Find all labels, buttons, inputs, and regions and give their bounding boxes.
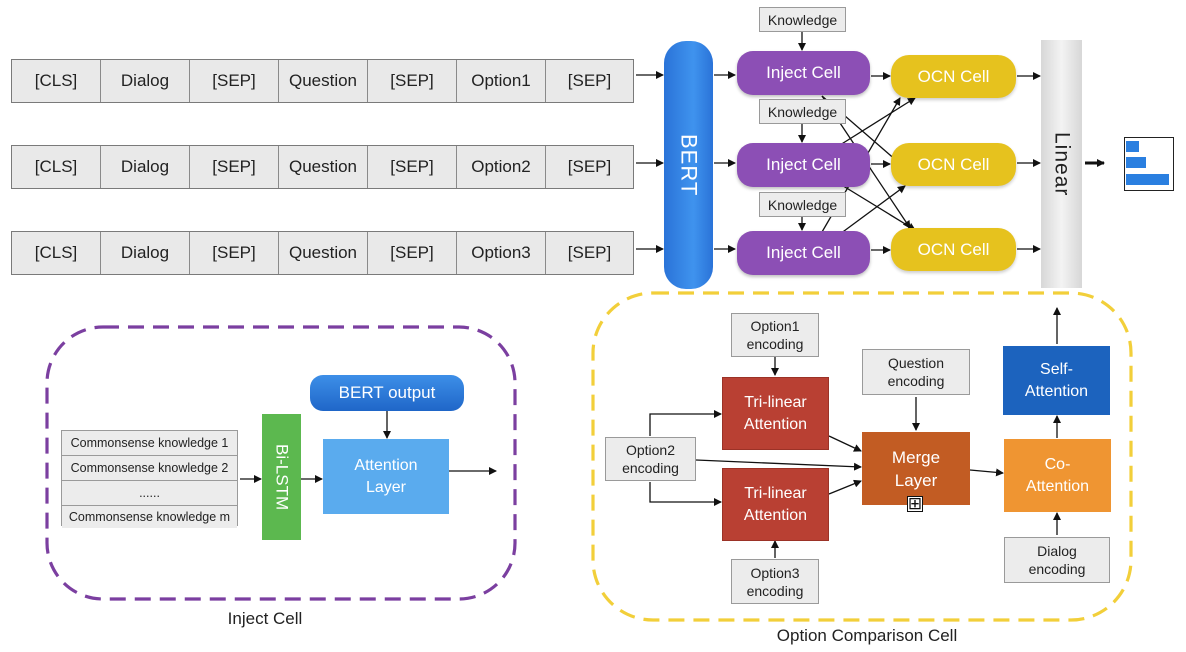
list-item: Commonsense knowledge 2 — [62, 456, 237, 481]
attention-layer-line-1: Attention — [354, 456, 418, 474]
token-cell: [SEP] — [567, 243, 612, 262]
option1-encoding-line-2: encoding — [746, 336, 804, 352]
option1-encoding-line-1: Option1 — [750, 318, 800, 334]
option1-encoding-box: Option1 encoding — [731, 313, 819, 357]
ocn-cell-1: OCN Cell — [891, 55, 1016, 98]
list-item: Commonsense knowledge m — [62, 506, 237, 528]
question-encoding-line-2: encoding — [887, 373, 945, 389]
token-cell: [SEP] — [190, 232, 279, 274]
knowledge-box-3: Knowledge — [759, 192, 846, 217]
token-cell: Dialog — [101, 232, 190, 274]
bert-output-box: BERT output — [310, 375, 464, 411]
token-cell: [SEP] — [190, 60, 279, 102]
token-cell: Option2 — [457, 146, 546, 188]
bert-label: BERT — [676, 133, 702, 197]
dialog-encoding-line-2: encoding — [1028, 561, 1086, 577]
elementwise-add-icon: ⊞ — [907, 494, 923, 513]
token-cell: [SEP] — [567, 71, 612, 90]
trilinear-top-line-1: Tri-linear — [744, 393, 807, 411]
question-encoding-box: Question encoding — [862, 349, 970, 395]
token-cell: [CLS] — [12, 60, 101, 102]
co-attention-line-2: Attention — [1025, 477, 1090, 495]
option3-encoding-line-2: encoding — [746, 582, 804, 599]
trilinear-attention-top: Tri-linear Attention — [722, 377, 829, 450]
trilinear-bottom-line-1: Tri-linear — [744, 484, 807, 502]
token-cell: [CLS] — [12, 232, 101, 274]
merge-layer: Merge Layer ⊞ — [862, 432, 970, 512]
token-cell: [SEP] — [368, 60, 457, 102]
token-cell: [CLS] — [12, 146, 101, 188]
input-sequence-row-3: [CLS] Dialog [SEP] Question [SEP] Option… — [11, 231, 634, 275]
token-cell: Option3 — [457, 232, 546, 274]
self-attention-line-2: Attention — [1024, 382, 1089, 400]
inject-cell-1: Inject Cell — [737, 51, 870, 95]
co-attention-line-1: Co- — [1044, 455, 1071, 473]
option2-encoding-line-2: encoding — [622, 460, 679, 476]
knowledge-box-2: Knowledge — [759, 99, 846, 124]
trilinear-attention-bottom: Tri-linear Attention — [722, 468, 829, 541]
option2-encoding-box: Option2 encoding — [605, 437, 696, 481]
token-cell: [SEP] — [190, 146, 279, 188]
merge-layer-line-2: Layer — [894, 470, 938, 490]
token-cell: Dialog — [101, 146, 190, 188]
knowledge-box-1: Knowledge — [759, 7, 846, 32]
trilinear-bottom-line-2: Attention — [743, 506, 808, 524]
option3-encoding-box: Option3 encoding — [731, 559, 819, 604]
token-cell: [SEP] — [368, 146, 457, 188]
merge-layer-line-1: Merge — [891, 447, 941, 467]
ocn-cell-3: OCN Cell — [891, 228, 1016, 271]
bilstm-label: Bi-LSTM — [272, 443, 292, 511]
self-attention-line-1: Self- — [1040, 360, 1073, 378]
token-cell: [SEP] — [368, 232, 457, 274]
option-comparison-cell-caption: Option Comparison Cell — [776, 626, 958, 645]
dialog-encoding-box: Dialog encoding — [1004, 537, 1110, 583]
attention-layer: Attention Layer — [323, 439, 449, 514]
output-scores-icon — [1124, 137, 1174, 191]
inject-cell-2: Inject Cell — [737, 143, 870, 187]
token-cell: Question — [279, 146, 368, 188]
inject-cell-3: Inject Cell — [737, 231, 870, 275]
token-cell: [SEP] — [567, 157, 612, 176]
list-item: ...... — [62, 481, 237, 506]
commonsense-knowledge-list: Commonsense knowledge 1 Commonsense know… — [61, 430, 238, 528]
trilinear-top-line-2: Attention — [743, 415, 808, 433]
input-sequence-row-1: [CLS] Dialog [SEP] Question [SEP] Option… — [11, 59, 634, 103]
option3-encoding-line-1: Option3 — [750, 564, 800, 581]
bilstm-block: Bi-LSTM — [262, 414, 301, 540]
token-cell: Question — [279, 232, 368, 274]
linear-layer: Linear — [1041, 40, 1082, 288]
linear-label: Linear — [1050, 131, 1074, 197]
option2-encoding-line-1: Option2 — [625, 442, 676, 458]
inject-cell-caption: Inject Cell — [227, 609, 303, 628]
bert-block: BERT — [664, 41, 713, 289]
token-cell: Question — [279, 60, 368, 102]
self-attention-block: Self- Attention — [1003, 346, 1110, 415]
dialog-encoding-line-1: Dialog — [1037, 543, 1077, 559]
ocn-cell-2: OCN Cell — [891, 143, 1016, 186]
question-encoding-line-1: Question — [887, 355, 945, 371]
token-cell: Dialog — [101, 60, 190, 102]
attention-layer-line-2: Layer — [365, 478, 407, 496]
token-cell: Option1 — [457, 60, 546, 102]
input-sequence-row-2: [CLS] Dialog [SEP] Question [SEP] Option… — [11, 145, 634, 189]
list-item: Commonsense knowledge 1 — [62, 431, 237, 456]
co-attention-block: Co- Attention — [1004, 439, 1111, 512]
